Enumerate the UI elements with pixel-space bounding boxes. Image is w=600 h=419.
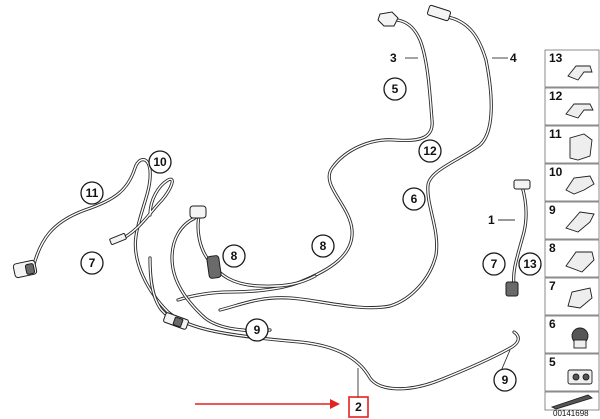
leader-lines (245, 57, 515, 398)
clip-5-icon (567, 369, 593, 385)
diagram-id: 00141698 (553, 409, 589, 418)
panel-item-10-number: 10 (549, 165, 563, 179)
callout-10-label: 10 (153, 155, 167, 169)
panel-item-8[interactable]: 8 (544, 239, 600, 278)
panel-item-11-number: 11 (549, 127, 562, 141)
callout-5[interactable]: 5 (383, 77, 407, 101)
connector-1-bottom (505, 281, 519, 297)
clip-7-icon (567, 287, 593, 309)
panel-item-8-number: 8 (549, 241, 556, 255)
callout-9-center-label: 9 (254, 323, 261, 337)
label-2: 2 (355, 400, 362, 414)
panel-item-9[interactable]: 9 (544, 201, 600, 240)
callout-7-right-label: 7 (491, 257, 498, 271)
callout-12-label: 12 (423, 144, 437, 158)
connector-8 (189, 205, 222, 279)
callout-6-label: 6 (411, 192, 418, 206)
callout-8-small-label: 8 (231, 249, 238, 263)
callout-9-bottom[interactable]: 9 (493, 368, 517, 392)
callout-8-center-label: 8 (320, 239, 327, 253)
connector-9 (163, 312, 189, 330)
callout-9-center[interactable]: 9 (245, 318, 269, 342)
connector-top-left (377, 11, 399, 27)
clip-10-icon (565, 175, 595, 195)
callout-7-right[interactable]: 7 (482, 252, 506, 276)
panel-item-5[interactable]: 5 (544, 353, 600, 392)
panel-item-13[interactable]: 13 (544, 49, 600, 88)
clip-11-icon (569, 133, 593, 161)
panel-item-5-number: 5 (549, 355, 556, 369)
clip-8-icon (565, 251, 595, 273)
clip-13-icon (567, 65, 593, 81)
panel-item-11[interactable]: 11 (544, 125, 600, 164)
panel-item-6-number: 6 (549, 317, 556, 331)
panel-item-7-number: 7 (549, 279, 556, 293)
callout-13-right[interactable]: 13 (518, 252, 542, 276)
callout-10[interactable]: 10 (148, 150, 172, 174)
clip-12-icon (565, 103, 594, 119)
panel-item-13-number: 13 (549, 51, 563, 65)
panel-item-9-number: 9 (549, 203, 556, 217)
label-3[interactable]: 3 (390, 51, 397, 65)
panel-item-6[interactable]: 6 (544, 315, 600, 354)
hose-assembly (31, 14, 528, 391)
connector-1-top (513, 179, 531, 190)
connector-left (12, 259, 38, 279)
highlight-part-2[interactable]: 2 (348, 396, 369, 418)
red-arrow (195, 399, 340, 409)
hose-ribbed (148, 256, 184, 324)
label-1[interactable]: 1 (488, 213, 495, 227)
clip-9-icon (565, 211, 595, 233)
callout-11[interactable]: 11 (80, 181, 104, 205)
panel-item-10[interactable]: 10 (544, 163, 600, 202)
callout-8-center[interactable]: 8 (311, 234, 335, 258)
parts-panel: 13 12 11 10 9 8 (544, 49, 600, 411)
nozzle-7-left (109, 233, 127, 245)
panel-item-12-number: 12 (549, 89, 563, 103)
panel-tool (544, 391, 600, 411)
callout-9-bottom-label: 9 (502, 373, 509, 387)
panel-item-12[interactable]: 12 (544, 87, 600, 126)
tool-icon (550, 394, 593, 410)
panel-item-7[interactable]: 7 (544, 277, 600, 316)
nozzle-top-right (427, 4, 451, 22)
callout-5-label: 5 (392, 82, 399, 96)
label-4[interactable]: 4 (510, 51, 517, 65)
callout-12[interactable]: 12 (418, 139, 442, 163)
hose-10 (118, 177, 174, 242)
callout-7-left[interactable]: 7 (80, 251, 104, 275)
hose-main (31, 158, 520, 391)
callout-11-label: 11 (86, 186, 99, 200)
callout-8-small[interactable]: 8 (222, 244, 246, 268)
callout-13-right-label: 13 (523, 257, 537, 271)
callout-7-left-label: 7 (89, 256, 96, 270)
callout-6[interactable]: 6 (402, 187, 426, 211)
